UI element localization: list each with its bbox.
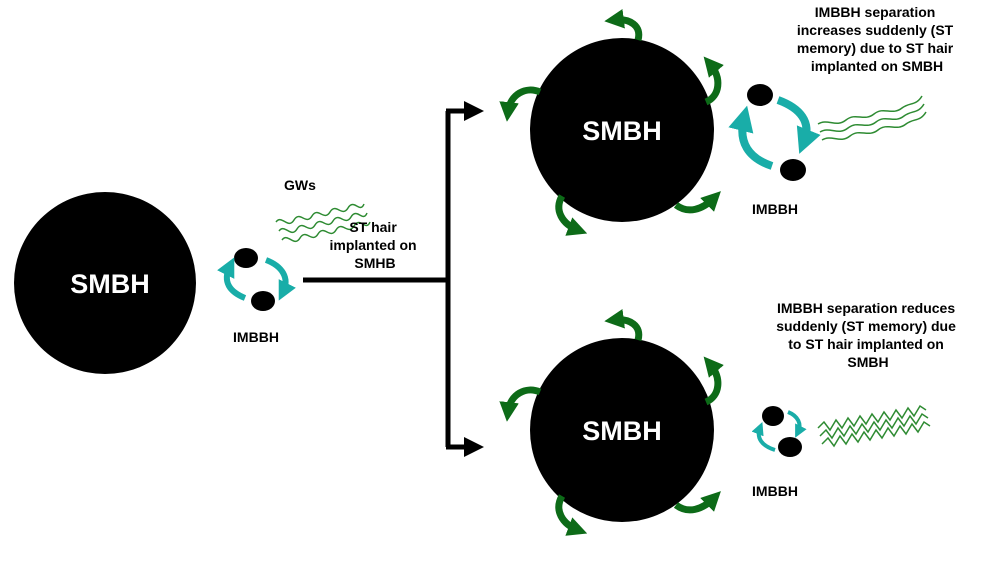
top-imbbh-label: IMBBH bbox=[752, 201, 798, 217]
bottom-caption-line-2: suddenly (ST memory) due bbox=[776, 318, 956, 334]
top-orbit-arrow-left bbox=[728, 105, 774, 170]
bottom-orbit-arrow-right bbox=[787, 410, 807, 438]
top-hair-arrow-1 bbox=[604, 9, 643, 41]
left-smbh-label: SMBH bbox=[70, 269, 150, 299]
top-caption-line-1: IMBBH separation bbox=[815, 4, 936, 20]
bottom-hair-arrow-2 bbox=[703, 356, 724, 406]
connector-label-line-1: ST hair bbox=[349, 219, 397, 235]
bottom-imbbh-hole-bottom bbox=[778, 437, 802, 457]
bottom-smbh bbox=[530, 338, 714, 522]
left-gw-waves bbox=[275, 203, 371, 243]
bottom-imbbh-binary bbox=[751, 406, 807, 457]
top-smbh-label: SMBH bbox=[582, 116, 662, 146]
bottom-imbbh-hole-top bbox=[762, 406, 784, 426]
top-hair-arrow-2 bbox=[703, 56, 724, 106]
top-hair-arrows bbox=[499, 9, 724, 236]
left-system: SMBH IMBBH GWs bbox=[14, 177, 371, 374]
top-caption-line-4: implanted on SMBH bbox=[811, 58, 943, 74]
top-caption-line-3: memory) due to ST hair bbox=[797, 40, 954, 56]
left-gw-label: GWs bbox=[284, 177, 316, 193]
bottom-hair-arrow-1 bbox=[604, 309, 643, 341]
top-imbbh-hole-bottom bbox=[780, 159, 806, 181]
connector-label: ST hair implanted on SMHB bbox=[329, 219, 420, 271]
top-branch: SMBH IMBBH IMBBH separation increases su… bbox=[499, 4, 957, 236]
top-caption-line-2: increases suddenly (ST bbox=[797, 22, 954, 38]
left-orbit-arrow-left bbox=[217, 257, 247, 301]
top-gw-waves bbox=[817, 95, 927, 141]
top-imbbh-hole-top bbox=[747, 84, 773, 106]
bottom-caption-line-1: IMBBH separation reduces bbox=[777, 300, 955, 316]
left-imbbh-label: IMBBH bbox=[233, 329, 279, 345]
left-imbbh-hole-top bbox=[234, 248, 258, 268]
bottom-branch: SMBH IMBBH IMBBH separation reduces sudd… bbox=[499, 300, 960, 536]
bottom-caption: IMBBH separation reduces suddenly (ST me… bbox=[776, 300, 960, 370]
bottom-hair-arrows bbox=[499, 309, 724, 536]
bottom-smbh-label: SMBH bbox=[582, 416, 662, 446]
bottom-orbit-arrow-left bbox=[751, 422, 776, 452]
bottom-imbbh-label: IMBBH bbox=[752, 483, 798, 499]
bottom-hair-arrow-5 bbox=[555, 494, 588, 536]
bottom-hair-arrow-3 bbox=[499, 386, 542, 422]
top-imbbh-binary bbox=[728, 84, 821, 181]
connector-label-line-3: SMHB bbox=[354, 255, 395, 271]
top-orbit-arrow-right bbox=[776, 96, 821, 154]
left-imbbh-hole-bottom bbox=[251, 291, 275, 311]
top-smbh bbox=[530, 38, 714, 222]
left-orbit-arrow-right bbox=[264, 257, 296, 301]
top-hair-arrow-3 bbox=[499, 86, 542, 122]
bottom-hair-arrow-4 bbox=[673, 491, 721, 514]
left-imbbh-binary bbox=[217, 248, 296, 311]
bottom-caption-line-4: SMBH bbox=[847, 354, 888, 370]
bottom-gw-waves bbox=[817, 404, 931, 448]
connector-label-line-2: implanted on bbox=[329, 237, 416, 253]
left-smbh bbox=[14, 192, 196, 374]
top-hair-arrow-5 bbox=[555, 194, 588, 236]
top-hair-arrow-4 bbox=[673, 191, 721, 214]
branch-connector bbox=[303, 101, 484, 457]
top-caption: IMBBH separation increases suddenly (ST … bbox=[797, 4, 957, 74]
bottom-caption-line-3: to ST hair implanted on bbox=[788, 336, 944, 352]
